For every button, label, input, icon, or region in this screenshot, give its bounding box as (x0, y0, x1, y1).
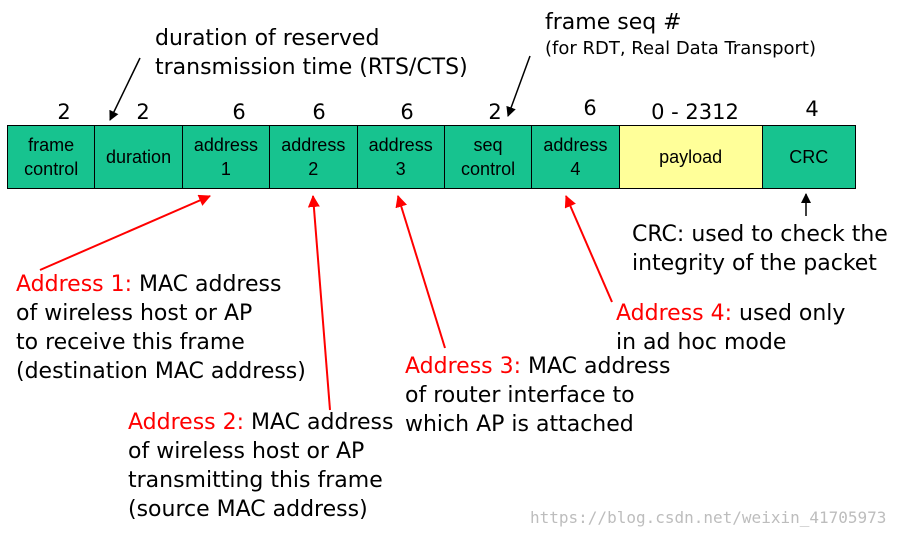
arrow-address-4 (564, 195, 613, 303)
watermark: https://blog.csdn.net/weixin_41705973 (530, 508, 887, 527)
address-1-line1-rest: MAC address (132, 272, 282, 297)
field-payload: payload (618, 125, 763, 189)
field-address-3: address 3 (356, 125, 445, 189)
duration-note-line2: transmission time (RTS/CTS) (155, 55, 468, 80)
crc-note: CRC: used to check the integrity of the … (632, 220, 888, 278)
size-label-payload: 0 - 2312 (651, 100, 739, 124)
address-1-note-line2: of wireless host or AP (16, 301, 253, 326)
size-label-address-1: 6 (232, 100, 246, 124)
frame-format-row: frame control duration address 1 address… (7, 125, 856, 189)
address-3-note-line2: of router interface to (405, 383, 635, 408)
field-duration: duration (94, 125, 183, 189)
field-seq-control: seq control (443, 125, 533, 189)
address-1-note: Address 1: MAC address of wireless host … (16, 270, 306, 386)
address-2-note-line4: (source MAC address) (128, 497, 368, 522)
address-2-label: Address 2: (128, 410, 245, 435)
address-4-note-line1: Address 4: used only (616, 299, 845, 328)
size-label-frame-control: 2 (57, 100, 71, 124)
address-4-label: Address 4: (616, 301, 733, 326)
address-4-line1-rest: used only (732, 301, 846, 326)
seq-note-title: frame seq # (545, 10, 682, 35)
arrow-address-3 (395, 195, 446, 349)
size-label-address-2: 6 (312, 100, 326, 124)
duration-note-line1: duration of reserved (155, 26, 380, 51)
address-2-note-line3: transmitting this frame (128, 468, 383, 493)
address-1-note-line4: (destination MAC address) (16, 359, 306, 384)
size-label-address-4: 6 (583, 96, 597, 120)
address-2-note-line1: Address 2: MAC address (128, 408, 393, 437)
address-4-note: Address 4: used only in ad hoc mode (616, 299, 845, 357)
size-label-seq-control: 2 (488, 100, 502, 124)
field-frame-control: frame control (7, 125, 96, 189)
crc-note-line2: integrity of the packet (632, 251, 877, 276)
arrow-seq (506, 55, 531, 117)
address-1-label: Address 1: (16, 272, 133, 297)
address-1-note-line1: Address 1: MAC address (16, 270, 306, 299)
field-crc: CRC (761, 125, 856, 189)
address-3-label: Address 3: (405, 354, 522, 379)
address-2-note: Address 2: MAC address of wireless host … (128, 408, 393, 524)
address-2-note-line2: of wireless host or AP (128, 439, 365, 464)
arrow-address-2 (307, 195, 331, 411)
field-address-2: address 2 (269, 125, 358, 189)
address-1-note-line3: to receive this frame (16, 330, 245, 355)
arrow-duration (109, 57, 141, 121)
address-3-note: Address 3: MAC address of router interfa… (405, 352, 670, 439)
address-4-note-line2: in ad hoc mode (616, 330, 787, 355)
arrow-address-1 (39, 194, 211, 271)
size-label-address-3: 6 (400, 100, 414, 124)
seq-note-sub: (for RDT, Real Data Transport) (545, 38, 817, 59)
duration-note: duration of reserved transmission time (… (155, 24, 468, 82)
address-3-note-line1: Address 3: MAC address (405, 352, 670, 381)
address-2-line1-rest: MAC address (244, 410, 394, 435)
size-label-crc: 4 (805, 97, 819, 121)
field-address-1: address 1 (181, 125, 271, 189)
size-label-duration: 2 (136, 100, 150, 124)
address-3-line1-rest: MAC address (521, 354, 671, 379)
address-3-note-line3: which AP is attached (405, 412, 634, 437)
crc-note-line1: CRC: used to check the (632, 222, 888, 247)
